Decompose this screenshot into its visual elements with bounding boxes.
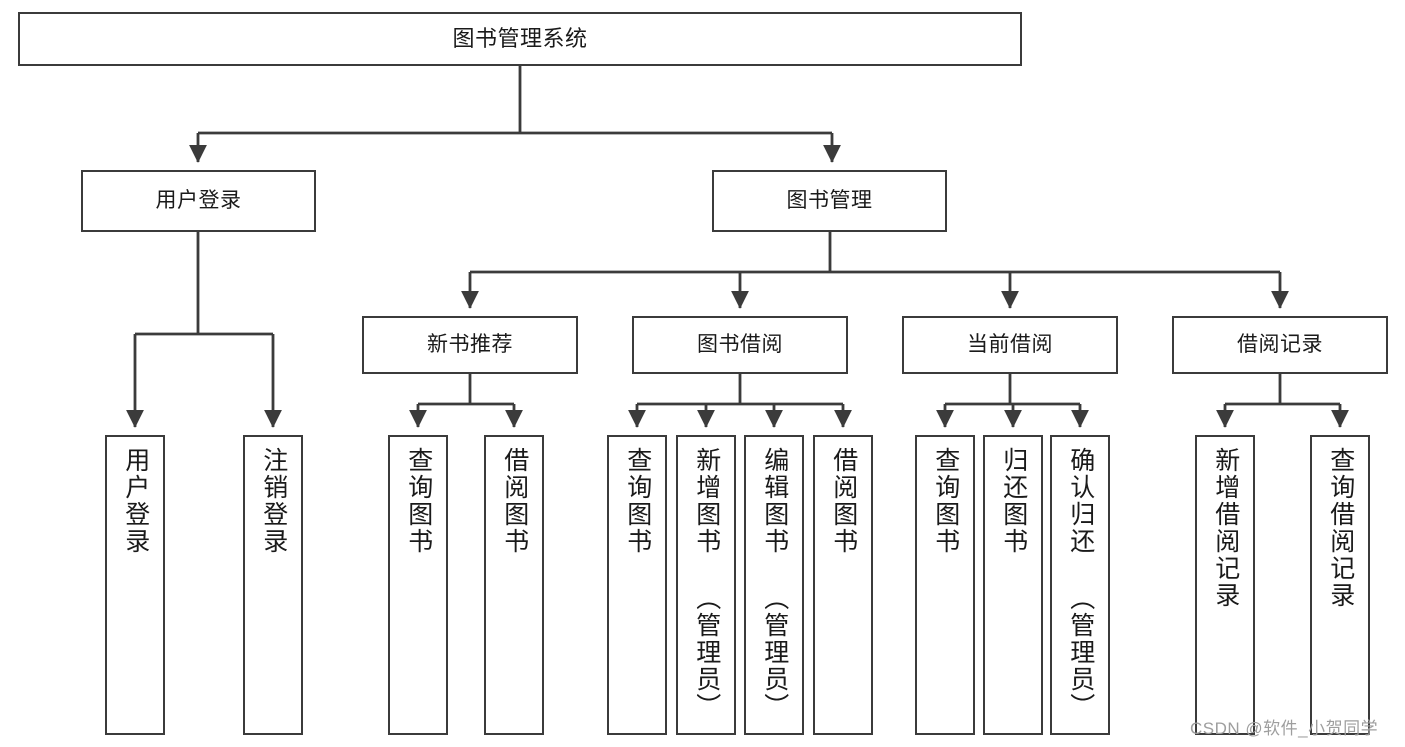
leaf-add-borrow-record[interactable]: 新增借阅记录	[1195, 435, 1255, 735]
node-label: 图书管理系统	[452, 25, 588, 51]
node-label: 借阅记录	[1237, 332, 1323, 356]
node-label: 查询图书	[623, 447, 652, 555]
node-label: 图书管理	[786, 188, 873, 212]
leaf-query-borrow-record[interactable]: 查询借阅记录	[1310, 435, 1370, 735]
leaf-query-book-current[interactable]: 查询图书	[915, 435, 975, 735]
node-label: 新增图书 （管理员）	[692, 447, 721, 720]
node-label: 确认归还 （管理员）	[1066, 447, 1095, 720]
node-label: 查询借阅记录	[1326, 447, 1355, 609]
node-label: 借阅图书	[500, 447, 529, 555]
node-current-borrow[interactable]: 当前借阅	[902, 316, 1118, 374]
node-label: 新增借阅记录	[1211, 447, 1240, 609]
node-label: 用户登录	[121, 447, 150, 555]
node-borrow-record[interactable]: 借阅记录	[1172, 316, 1388, 374]
leaf-return-book[interactable]: 归还图书	[983, 435, 1043, 735]
csdn-watermark: CSDN @软件_小贺同学	[1190, 719, 1379, 738]
node-user-login-module[interactable]: 用户登录	[81, 170, 316, 232]
node-book-management-module[interactable]: 图书管理	[712, 170, 947, 232]
node-book-borrow[interactable]: 图书借阅	[632, 316, 848, 374]
leaf-edit-book-admin[interactable]: 编辑图书 （管理员）	[744, 435, 804, 735]
node-label: 查询图书	[931, 447, 960, 555]
node-label: 图书借阅	[697, 332, 783, 356]
leaf-query-book-borrow[interactable]: 查询图书	[607, 435, 667, 735]
node-label: 用户登录	[155, 188, 242, 212]
leaf-query-book-recommend[interactable]: 查询图书	[388, 435, 448, 735]
leaf-logout[interactable]: 注销登录	[243, 435, 303, 735]
node-root[interactable]: 图书管理系统	[18, 12, 1022, 66]
node-label: 归还图书	[999, 447, 1028, 555]
node-new-book-recommend[interactable]: 新书推荐	[362, 316, 578, 374]
node-label: 借阅图书	[829, 447, 858, 555]
node-label: 新书推荐	[427, 332, 513, 356]
leaf-borrow-book-recommend[interactable]: 借阅图书	[484, 435, 544, 735]
node-label: 查询图书	[404, 447, 433, 555]
leaf-confirm-return-admin[interactable]: 确认归还 （管理员）	[1050, 435, 1110, 735]
leaf-add-book-admin[interactable]: 新增图书 （管理员）	[676, 435, 736, 735]
node-label: 注销登录	[259, 447, 288, 555]
node-label: 编辑图书 （管理员）	[760, 447, 789, 720]
leaf-borrow-book[interactable]: 借阅图书	[813, 435, 873, 735]
leaf-user-login[interactable]: 用户登录	[105, 435, 165, 735]
node-label: 当前借阅	[967, 332, 1053, 356]
